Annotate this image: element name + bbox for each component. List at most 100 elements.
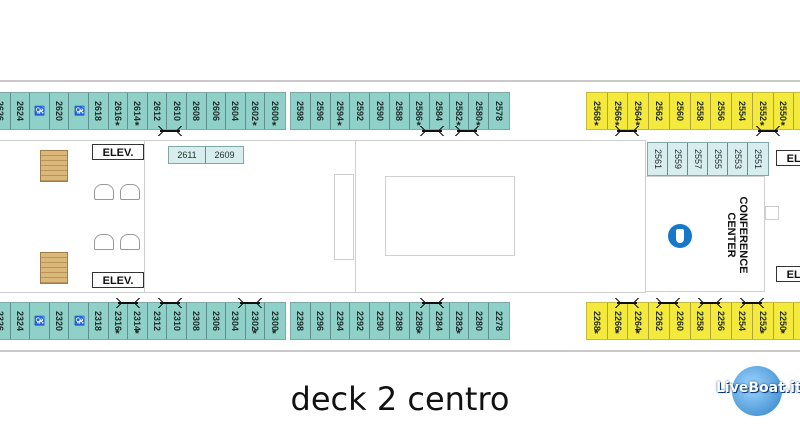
cabin-number: 2558 xyxy=(695,100,706,122)
amenity-star-icon: * xyxy=(635,328,640,340)
corridor-line-bottom xyxy=(0,292,355,293)
restroom-fixture xyxy=(94,234,114,250)
cabin-2280: 2280 xyxy=(469,303,490,339)
cabin-2584: 2584 xyxy=(430,93,450,129)
connecting-cabin-marker xyxy=(238,298,262,308)
restroom-fixture xyxy=(120,184,140,200)
atrium-outline-top xyxy=(355,140,645,141)
cabin-number: 2304 xyxy=(230,310,241,332)
cabin-number: 2260 xyxy=(674,310,685,332)
cabin-number: 2561 xyxy=(652,148,663,170)
connecting-cabin-marker xyxy=(615,298,639,308)
cabin-number: 2596 xyxy=(315,100,326,122)
cabin-2264: 2264 xyxy=(628,303,650,339)
cabin-number: 2594 xyxy=(335,100,346,122)
cabin-2604: 2604 xyxy=(226,93,246,129)
cabin-2286: 2286 xyxy=(410,303,430,339)
cabin-number: 2626 xyxy=(0,100,6,122)
cabin-number: 2320 xyxy=(54,310,65,332)
cabin-2609: 2609 xyxy=(206,147,243,163)
connecting-cabin-marker xyxy=(740,298,764,308)
cabin-2610: 2610 xyxy=(167,93,187,129)
cabin-2550: 2550 xyxy=(774,93,795,129)
conference-center-label: CONFERENCE CENTER xyxy=(725,196,749,274)
ship-hull-outline xyxy=(0,80,800,352)
amenity-star-icon: * xyxy=(416,328,421,340)
amenity-star-icon: * xyxy=(115,120,120,132)
accessible-cabin: ♿ xyxy=(30,303,50,339)
cabin-number: 2602 xyxy=(250,100,261,122)
logo-text: LiveBoat.it xyxy=(716,380,800,396)
cabin-2278: 2278 xyxy=(489,303,509,339)
cabin-2302: 2302 xyxy=(246,303,266,339)
cabin-number: 2612 xyxy=(152,100,163,122)
amenity-star-icon: * xyxy=(760,120,765,132)
cabin-2552: 2552 xyxy=(753,93,774,129)
amenity-star-icon: * xyxy=(272,120,277,132)
cabin-2580: 2580 xyxy=(469,93,490,129)
amenity-star-icon: * xyxy=(134,328,140,340)
cabin-2612: 2612 xyxy=(148,93,168,129)
cabin-2614: 2614 xyxy=(128,93,148,129)
cabin-number: 2614 xyxy=(132,100,143,122)
globe-icon xyxy=(732,366,782,416)
cabin-number: 2590 xyxy=(374,100,385,122)
liveboat-logo: LiveBoat.it xyxy=(716,358,800,420)
cabin-number: 2553 xyxy=(732,148,743,170)
cabin-number: 2588 xyxy=(394,100,405,122)
connecting-cabin-marker xyxy=(656,298,680,308)
cabin-number: 2560 xyxy=(674,100,685,122)
atrium-inner-box xyxy=(385,176,515,256)
cabin-2312: 2312 xyxy=(148,303,168,339)
accessible-cabin: ♿ xyxy=(69,93,89,129)
connecting-cabin-marker xyxy=(116,298,140,308)
connecting-cabin-marker xyxy=(615,126,639,136)
amenity-star-icon: * xyxy=(456,120,461,132)
cabin-number: 2278 xyxy=(494,310,505,332)
cabin-2262: 2262 xyxy=(649,303,670,339)
cabin-2618: 2618 xyxy=(89,93,109,129)
cabin-number: 2256 xyxy=(716,310,727,332)
cabin-number: 2618 xyxy=(93,100,104,122)
atrium-outline-bottom xyxy=(355,292,645,293)
atrium-stair-frame xyxy=(334,174,354,260)
cabin-2551: 2551 xyxy=(748,143,768,175)
cabin-number: 2611 xyxy=(177,150,197,160)
cabin-2288: 2288 xyxy=(390,303,410,339)
cabin-number: 2580 xyxy=(473,100,484,122)
cabin-2592: 2592 xyxy=(350,93,371,129)
cabin-2582: 2582 xyxy=(450,93,470,129)
connecting-cabin-marker xyxy=(158,126,182,136)
elevator-top-right: ELEV. xyxy=(776,150,800,166)
conference-room-outline xyxy=(645,176,765,292)
connecting-cabin-marker xyxy=(420,298,444,308)
deck-caption: deck 2 centro xyxy=(290,380,510,418)
elevator-bottom-right: ELEV. xyxy=(776,266,800,282)
cabin-2586: 2586 xyxy=(410,93,430,129)
accessible-cabin: ♿ xyxy=(69,303,89,339)
cabin-number: 2564 xyxy=(633,100,644,122)
cabin-number: 2600 xyxy=(270,100,281,122)
amenity-star-icon: * xyxy=(614,328,620,340)
cabin-2624: 2624 xyxy=(11,93,31,129)
cabin-2308: 2308 xyxy=(187,303,207,339)
cabin-2616: 2616 xyxy=(109,93,129,129)
cabin-number: 2610 xyxy=(171,100,182,122)
cabin-number: 2620 xyxy=(54,100,65,122)
amenity-star-icon: * xyxy=(594,120,599,132)
cabin-2284: 2284 xyxy=(430,303,450,339)
cabin-number: 2604 xyxy=(230,100,241,122)
cabin-2558: 2558 xyxy=(691,93,712,129)
cabin-2260: 2260 xyxy=(670,303,691,339)
cabin-number: 2262 xyxy=(654,310,665,332)
audio-guide-icon xyxy=(668,224,692,248)
elevator-top-left: ELEV. xyxy=(92,144,144,160)
cabin-2268: 2268 xyxy=(587,303,608,339)
cabin-number: 2290 xyxy=(374,310,385,332)
cabin-2554: 2554 xyxy=(732,93,753,129)
cabin-number: 2550 xyxy=(778,100,789,122)
cabin-number: 2308 xyxy=(191,310,202,332)
